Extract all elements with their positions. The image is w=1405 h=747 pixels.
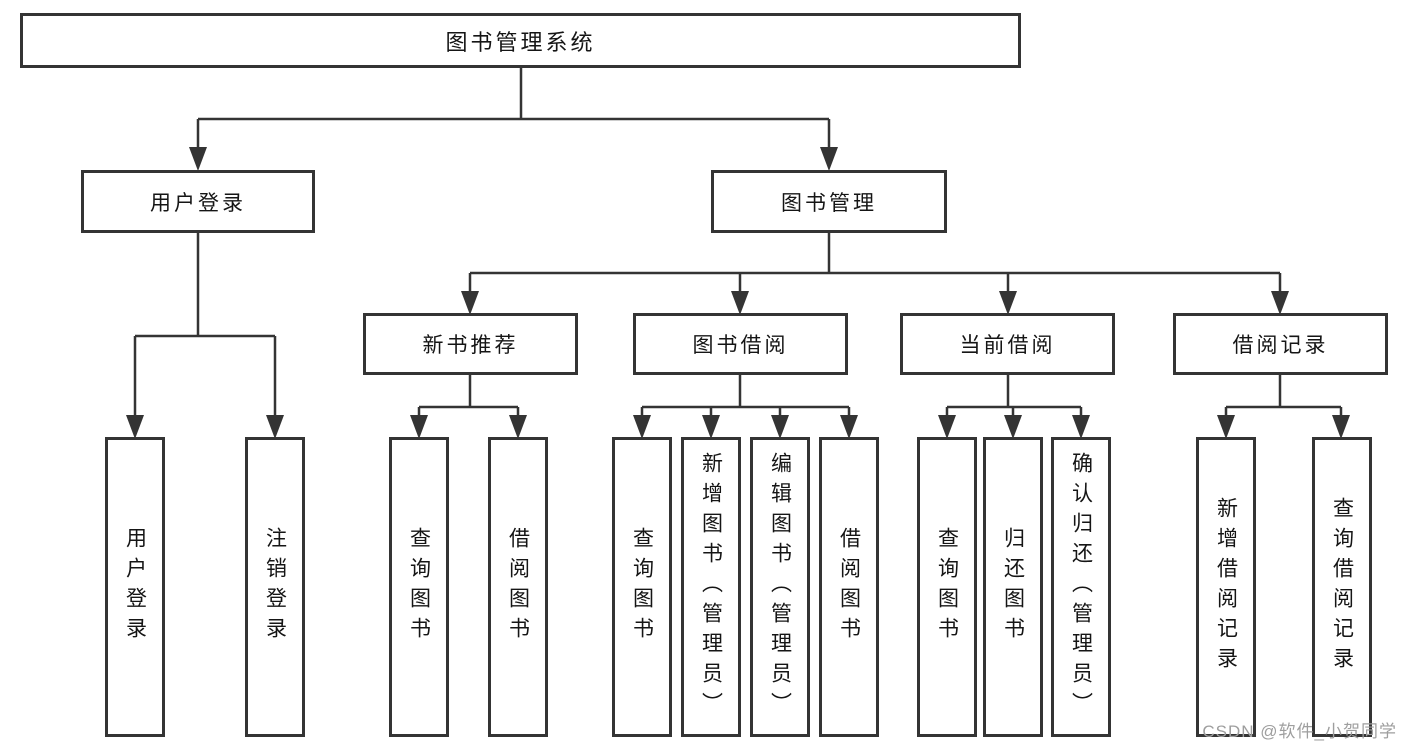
node-user-login: 用户登录 xyxy=(81,170,315,233)
leaf-borrow-books: 借阅图书 xyxy=(819,437,879,737)
leaf-query-books-borrow: 查询图书 xyxy=(612,437,672,737)
csdn-watermark: CSDN @软件_小贺同学 xyxy=(1202,722,1397,741)
node-new-book-recommend: 新书推荐 xyxy=(363,313,578,375)
leaf-query-borrow-record: 查询借阅记录 xyxy=(1312,437,1372,737)
leaf-add-borrow-record: 新增借阅记录 xyxy=(1196,437,1256,737)
leaf-query-books-current: 查询图书 xyxy=(917,437,977,737)
leaf-add-book-admin: 新增图书（管理员） xyxy=(681,437,741,737)
leaf-return-books: 归还图书 xyxy=(983,437,1043,737)
node-library-system: 图书管理系统 xyxy=(20,13,1021,68)
node-borrow-records: 借阅记录 xyxy=(1173,313,1388,375)
leaf-logout-login: 注销登录 xyxy=(245,437,305,737)
node-book-management: 图书管理 xyxy=(711,170,947,233)
leaf-borrow-books-recommend: 借阅图书 xyxy=(488,437,548,737)
leaf-user-login: 用户登录 xyxy=(105,437,165,737)
leaf-query-books-recommend: 查询图书 xyxy=(389,437,449,737)
node-current-borrow: 当前借阅 xyxy=(900,313,1115,375)
leaf-confirm-return-admin: 确认归还（管理员） xyxy=(1051,437,1111,737)
node-book-borrow: 图书借阅 xyxy=(633,313,848,375)
leaf-edit-book-admin: 编辑图书（管理员） xyxy=(750,437,810,737)
